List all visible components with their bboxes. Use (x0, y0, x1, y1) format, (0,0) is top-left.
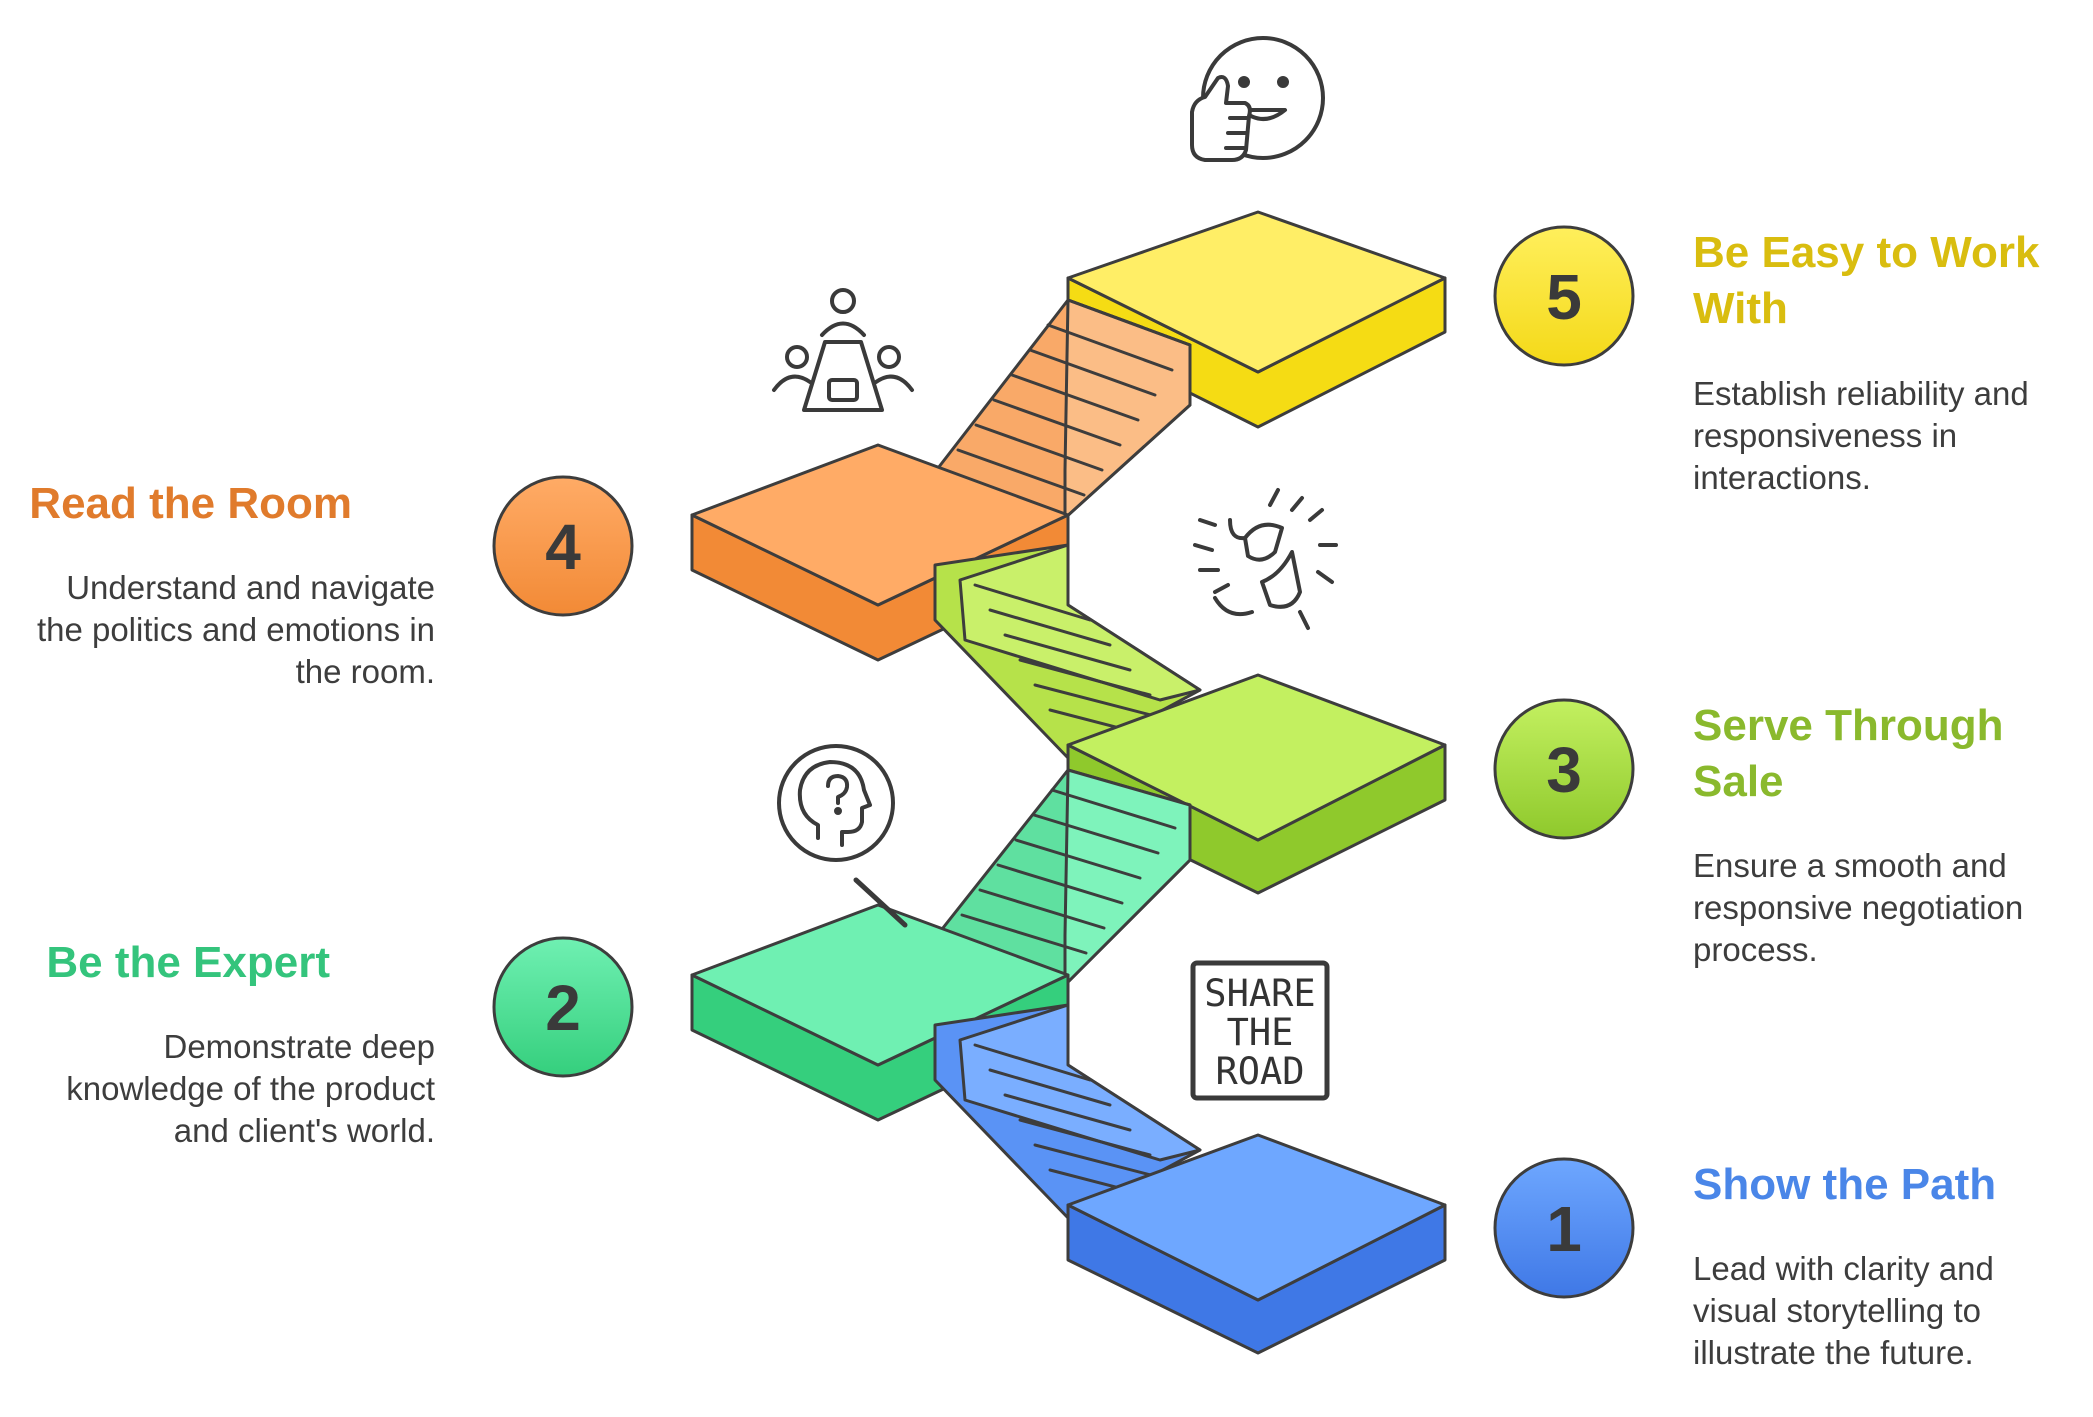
step-5-circle (1493, 225, 1635, 367)
step-4-description: Understand and navigate the politics and… (36, 569, 435, 690)
step-5-title: Be Easy to Work With (1693, 228, 2040, 333)
stairs-4-5 (933, 298, 1192, 520)
step-5-number: 5 (1546, 261, 1582, 333)
step-2-circle (492, 936, 634, 1078)
stairs-1-2 (933, 1003, 1202, 1222)
step-3-circle (1493, 698, 1635, 840)
step-3-title: Serve Through Sale (1693, 701, 2004, 806)
step-3-number: 3 (1546, 734, 1582, 806)
stairs-2-3 (933, 768, 1192, 987)
share-the-road-sign-text: SHARE THE ROAD (1204, 972, 1315, 1093)
share-the-road-sign-icon (1190, 960, 1330, 1101)
step-2-title: Be the Expert (46, 938, 330, 987)
step-4-title: Read the Room (29, 479, 352, 528)
step-1-description: Lead with clarity and visual storytellin… (1693, 1250, 1994, 1371)
platform-1 (1066, 1133, 1447, 1355)
step-1-title: Show the Path (1693, 1160, 1997, 1209)
step-1-number: 1 (1546, 1193, 1582, 1265)
step-3-description: Ensure a smooth and responsive negotiati… (1693, 847, 2024, 968)
fist-bump-icon (1193, 488, 1338, 630)
step-2-description: Demonstrate deep knowledge of the produc… (66, 1028, 435, 1149)
smiley-thumbs-up-icon (1190, 36, 1325, 162)
step-5-description: Establish reliability and responsiveness… (1693, 375, 2029, 496)
step-1-circle (1493, 1157, 1635, 1299)
svg-text:SHARE: SHARE (1204, 972, 1315, 1015)
svg-text:THE: THE (1227, 1011, 1294, 1054)
svg-text:ROAD: ROAD (1215, 1050, 1304, 1093)
head-question-magnifier-icon (777, 744, 908, 928)
step-2-number: 2 (545, 972, 581, 1044)
step-4-number: 4 (545, 511, 581, 583)
meeting-table-icon (772, 288, 914, 412)
step-4-circle (492, 475, 634, 617)
